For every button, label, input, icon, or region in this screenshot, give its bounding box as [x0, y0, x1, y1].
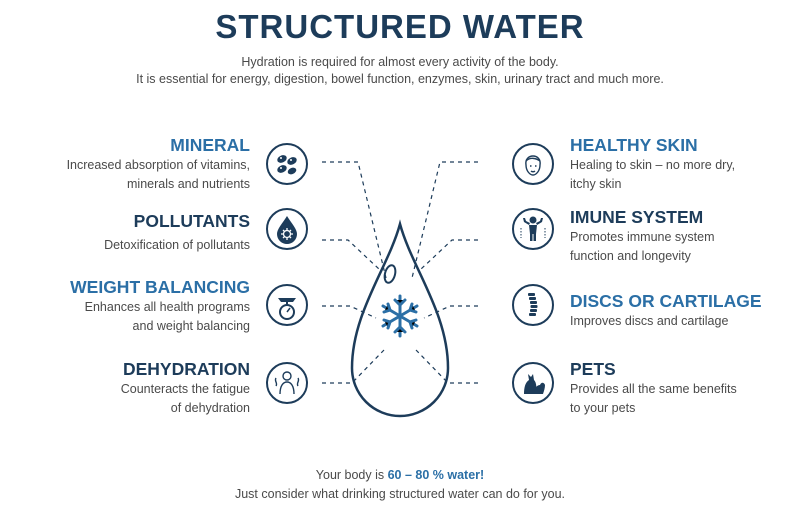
- benefit-mineral: MINERAL Increased absorption of vitamins…: [0, 134, 250, 194]
- benefit-desc: Healing to skin – no more dry,: [570, 158, 736, 172]
- page-title: STRUCTURED WATER: [215, 8, 585, 45]
- water-percentage: 60 – 80 % water!: [387, 468, 485, 482]
- pets-icon: [512, 362, 554, 404]
- benefit-desc: of dehydration: [170, 401, 250, 415]
- benefit-title: PETS: [570, 359, 616, 379]
- benefit-desc: function and longevity: [570, 249, 691, 263]
- benefit-desc: Improves discs and cartilage: [570, 314, 729, 328]
- benefit-title: HEALTHY SKIN: [570, 135, 698, 155]
- spine-icon: [512, 284, 554, 326]
- benefit-pets: PETS Provides all the same benefits to y…: [570, 358, 800, 418]
- benefit-title: DEHYDRATION: [122, 359, 250, 379]
- benefit-desc: itchy skin: [570, 177, 622, 191]
- benefit-desc: Counteracts the fatigue: [120, 382, 250, 396]
- benefit-title: MINERAL: [170, 135, 250, 155]
- benefit-title: WEIGHT BALANCING: [70, 277, 250, 297]
- benefit-title: DISCS OR CARTILAGE: [570, 291, 762, 311]
- footer-line-2: Just consider what drinking structured w…: [234, 487, 566, 501]
- benefit-immune-system: IMUNE SYSTEM Promotes immune system func…: [570, 206, 800, 266]
- footer-prefix: Your body is: [315, 468, 388, 482]
- benefit-desc: Detoxification of pollutants: [104, 238, 250, 252]
- benefit-desc: and weight balancing: [132, 319, 250, 333]
- strong-person-icon: [512, 208, 554, 250]
- benefit-healthy-skin: HEALTHY SKIN Healing to skin – no more d…: [570, 134, 800, 194]
- drop-virus-icon: [266, 208, 308, 250]
- subtitle-line-1: Hydration is required for almost every a…: [241, 55, 559, 69]
- footer-line-1: Your body is 60 – 80 % water!: [0, 468, 800, 482]
- benefit-title: POLLUTANTS: [133, 211, 250, 231]
- benefit-desc: Promotes immune system: [570, 230, 715, 244]
- benefit-desc: minerals and nutrients: [127, 177, 250, 191]
- benefit-title: IMUNE SYSTEM: [570, 207, 704, 227]
- benefit-desc: Enhances all health programs: [84, 300, 250, 314]
- benefit-discs-cartilage: DISCS OR CARTILAGE Improves discs and ca…: [570, 290, 800, 331]
- benefit-dehydration: DEHYDRATION Counteracts the fatigue of d…: [0, 358, 250, 418]
- benefit-pollutants: POLLUTANTS Detoxification of pollutants: [0, 210, 250, 255]
- benefit-weight-balancing: WEIGHT BALANCING Enhances all health pro…: [0, 276, 250, 336]
- benefit-desc: Increased absorption of vitamins,: [66, 158, 250, 172]
- subtitle-line-2: It is essential for energy, digestion, b…: [136, 72, 664, 86]
- seeds-icon: [266, 143, 308, 185]
- face-icon: [512, 143, 554, 185]
- water-drop-snowflake-icon: [350, 219, 450, 418]
- benefit-desc: to your pets: [570, 401, 636, 415]
- benefit-desc: Provides all the same benefits: [570, 382, 737, 396]
- scale-icon: [266, 284, 308, 326]
- tired-person-icon: [266, 362, 308, 404]
